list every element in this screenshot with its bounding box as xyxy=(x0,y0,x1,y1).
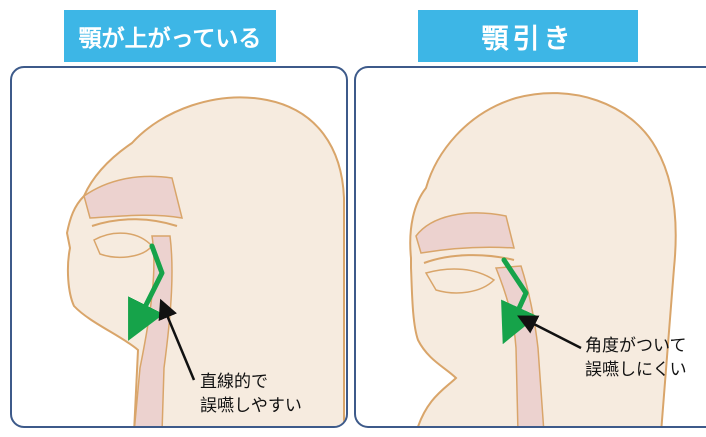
note-line: 直線的で xyxy=(200,370,302,394)
note-line: 誤嚥しやすい xyxy=(200,394,302,418)
note-chin-tuck: 角度がついて 誤嚥しにくい xyxy=(585,334,687,382)
title-chin-raised: 顎が上がっている xyxy=(64,10,276,62)
title-chin-tuck: 顎引き xyxy=(418,10,638,62)
note-line: 角度がついて xyxy=(585,334,687,358)
note-chin-raised: 直線的で 誤嚥しやすい xyxy=(200,370,302,418)
note-line: 誤嚥しにくい xyxy=(585,358,687,382)
